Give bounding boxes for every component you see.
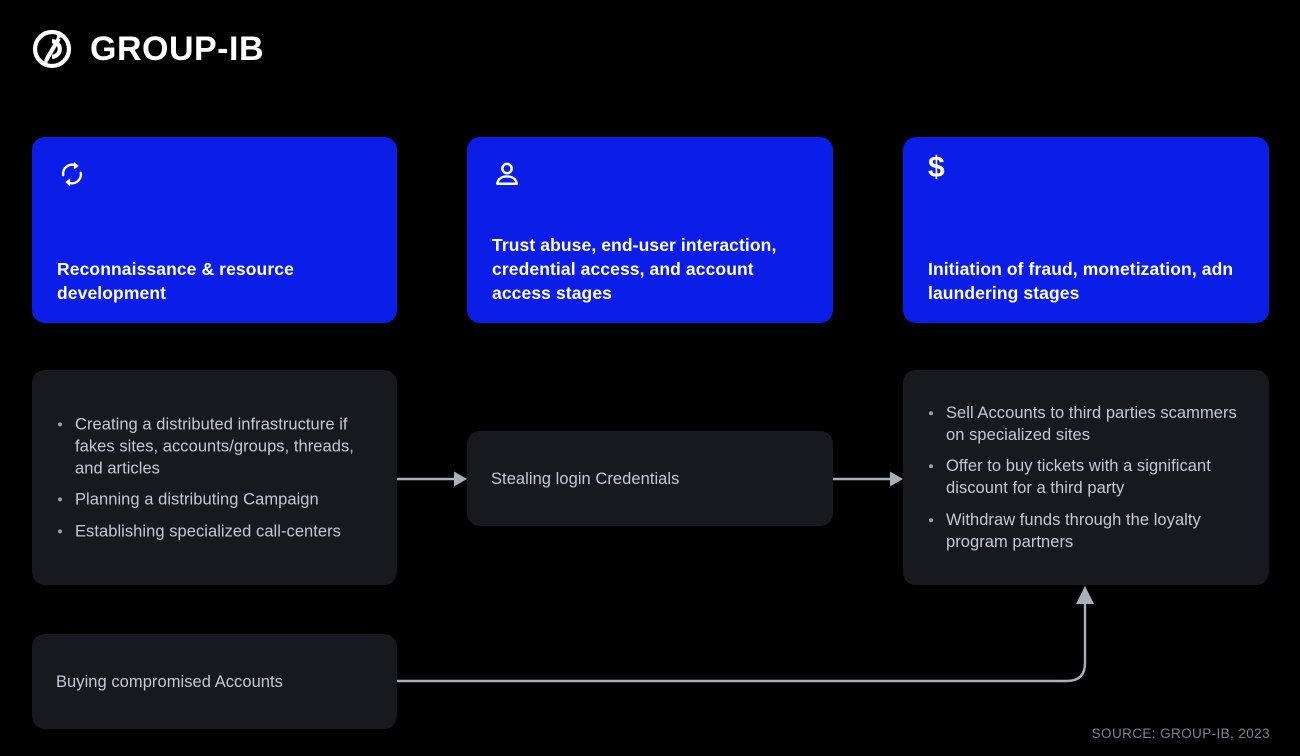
list-item: Establishing specialized call-centers	[54, 520, 381, 542]
source-attribution: SOURCE: GROUP-IB, 2023	[1091, 726, 1270, 741]
list-item: Sell Accounts to third parties scammers …	[925, 402, 1253, 447]
stage-card-trust-abuse[interactable]: Trust abuse, end-user interaction, crede…	[467, 137, 833, 323]
arrow-middle-to-right	[833, 471, 903, 487]
bullet-list: Sell Accounts to third parties scammers …	[925, 402, 1253, 554]
detail-box-bottom-left[interactable]: Buying compromised Accounts	[32, 634, 397, 729]
group-ib-slashed-circle-logo-icon	[32, 29, 72, 69]
brand-name: GROUP-IB	[90, 30, 264, 68]
arrow-bottom-left-to-right	[397, 586, 1094, 683]
detail-box-middle[interactable]: Stealing login Credentials	[467, 431, 833, 526]
list-item: Withdraw funds through the loyalty progr…	[925, 509, 1253, 554]
stage-card-fraud-monetization[interactable]: $ Initiation of fraud, monetization, adn…	[903, 137, 1269, 323]
detail-box-left[interactable]: Creating a distributed infrastructure if…	[32, 370, 397, 585]
stage-card-reconnaissance[interactable]: Reconnaissance & resource development	[32, 137, 397, 323]
stage-card-title: Trust abuse, end-user interaction, crede…	[492, 234, 777, 303]
list-item: Creating a distributed infrastructure if…	[54, 413, 381, 480]
detail-box-label: Stealing login Credentials	[491, 469, 680, 488]
bullet-list: Creating a distributed infrastructure if…	[54, 413, 381, 542]
user-person-icon	[496, 162, 518, 185]
stage-card-title: Reconnaissance & resource development	[57, 258, 294, 303]
refresh-cycle-icon	[61, 161, 83, 187]
list-item: Offer to buy tickets with a significant …	[925, 455, 1253, 500]
detail-box-label: Buying compromised Accounts	[56, 672, 283, 691]
detail-box-right[interactable]: Sell Accounts to third parties scammers …	[903, 370, 1269, 585]
dollar-sign-icon: $	[928, 151, 945, 184]
list-item: Planning a distributing Campaign	[54, 489, 381, 511]
arrow-left-to-middle	[397, 471, 467, 487]
brand-logo: GROUP-IB	[30, 27, 264, 71]
stage-card-title: Initiation of fraud, monetization, adn l…	[928, 258, 1234, 303]
